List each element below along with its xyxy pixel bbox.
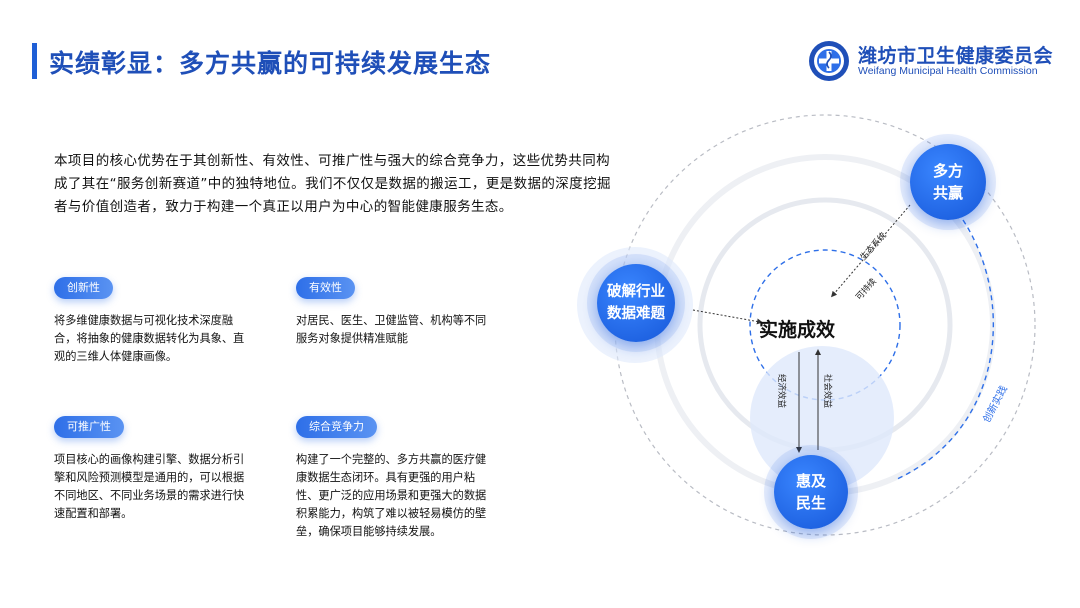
feature-text: 项目核心的画像构建引擎、数据分析引擎和风险预测模型是通用的，可以根据不同地区、不… <box>54 453 245 520</box>
intro-paragraph: 本项目的核心优势在于其创新性、有效性、可推广性与强大的综合竞争力，这些优势共同构… <box>54 153 611 215</box>
innovation-arc <box>894 219 995 481</box>
page-title: 实绩彰显：多方共赢的可持续发展生态 <box>49 49 492 78</box>
title-accent-bar <box>32 43 37 79</box>
center-label: 实施成效 <box>759 319 836 341</box>
feature-competitiveness: 综合竞争力 构建了一个完整的、多方共赢的医疗健康数据生态闭环。具有更强的用户粘性… <box>296 415 492 541</box>
feature-text: 构建了一个完整的、多方共赢的医疗健康数据生态闭环。具有更强的用户粘性、更广泛的应… <box>296 453 487 538</box>
node-win-win: 多方共赢 <box>910 144 986 220</box>
org-name-en: Weifang Municipal Health Commission <box>858 65 1038 77</box>
label-social: 社会效益 <box>822 373 833 409</box>
feature-text: 将多维健康数据与可视化技术深度融合，将抽象的健康数据转化为具象、直观的三维人体健… <box>54 314 245 363</box>
feature-tag: 创新性 <box>54 277 113 299</box>
feature-text: 对居民、医生、卫健监管、机构等不同服务对象提供精准赋能 <box>296 314 487 345</box>
feature-tag: 有效性 <box>296 277 355 299</box>
node-industry-data: 破解行业数据难题 <box>597 264 675 342</box>
feature-innovation: 创新性 将多维健康数据与可视化技术深度融合，将抽象的健康数据转化为具象、直观的三… <box>54 276 250 366</box>
social-halo <box>750 346 894 490</box>
org-logo: 潍坊市卫生健康委员会 Weifang Municipal Health Comm… <box>808 40 1054 82</box>
feature-scalability: 可推广性 项目核心的画像构建引擎、数据分析引擎和风险预测模型是通用的，可以根据不… <box>54 415 250 523</box>
impact-diagram: 多方共赢 破解行业数据难题 惠及民生 实施成效 生态系统 可持续 经济效益 社会… <box>575 100 1080 604</box>
feature-effectiveness: 有效性 对居民、医生、卫健监管、机构等不同服务对象提供精准赋能 <box>296 276 492 348</box>
arrow-left-to-center <box>692 309 763 325</box>
diagram-rings <box>577 114 1036 536</box>
org-name-cn: 潍坊市卫生健康委员会 <box>858 45 1054 67</box>
feature-tag: 可推广性 <box>54 416 124 438</box>
label-economic: 经济效益 <box>776 373 787 409</box>
node-livelihood: 惠及民生 <box>774 455 848 529</box>
feature-tag: 综合竞争力 <box>296 416 377 438</box>
health-commission-seal-icon <box>809 41 849 81</box>
